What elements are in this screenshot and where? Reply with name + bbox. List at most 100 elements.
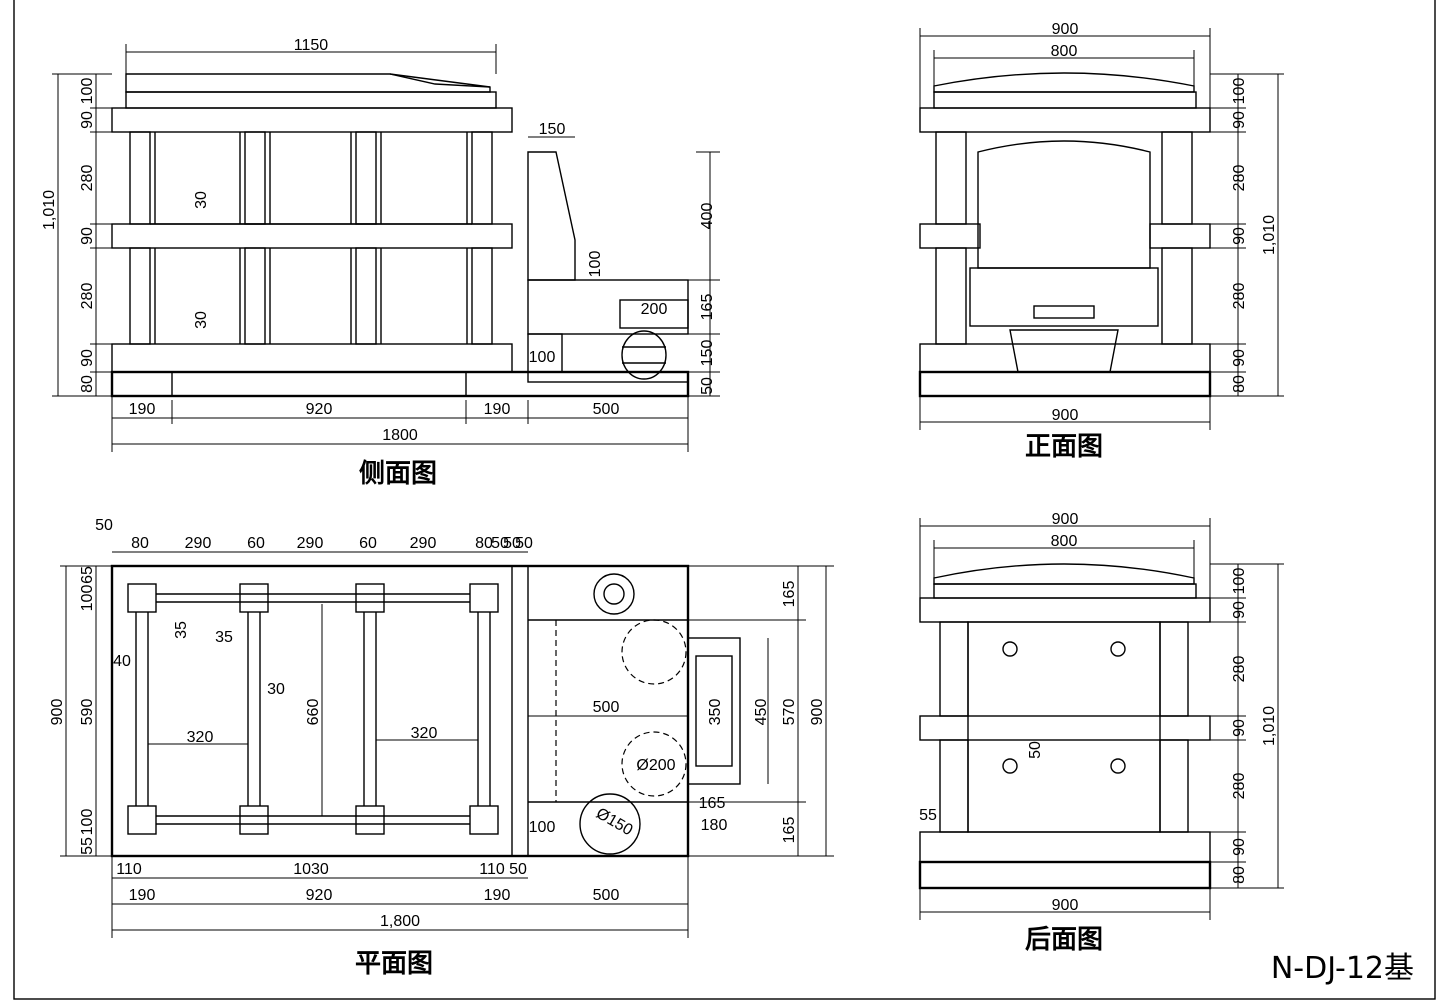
back-dim-h: 280 [1231,773,1248,800]
side-dim-inner: 100 [529,349,556,366]
front-dim-h: 280 [1231,165,1248,192]
plan-dim-bottom: 190 [129,887,156,904]
side-dim-h: 280 [79,283,96,310]
back-dim-h: 90 [1231,719,1248,737]
front-dim-h: 80 [1231,375,1248,393]
plan-dim-left: 900 [49,699,66,726]
front-dim-bottom: 900 [1052,407,1079,424]
back-elevation-view [918,518,1284,920]
side-dim-inner: 200 [641,301,668,318]
back-dim-h: 100 [1231,568,1248,595]
plan-dim-right: 900 [809,699,826,726]
front-view-title: 正面图 [1025,432,1103,462]
plan-dim-inner: 35 [215,629,233,646]
plan-dim-left: 100 [79,809,96,836]
side-dim-inner: 150 [539,121,566,138]
plan-dim-bottom: 50 [509,861,527,878]
side-dim-inner: 30 [193,191,210,209]
front-dim-top: 900 [1052,21,1079,38]
side-dim-h: 90 [79,111,96,129]
back-dim-top: 900 [1052,511,1079,528]
plan-dim-left: 55 [79,837,96,855]
plan-dim-top: 60 [359,535,377,552]
plan-dim-top: 290 [185,535,212,552]
side-dim-h: 100 [79,78,96,105]
plan-dim-top: 80 [475,535,493,552]
back-dim-bottom: 900 [1052,897,1079,914]
back-dim-inner: 50 [1027,741,1044,759]
plan-dim-right: 165 [781,817,798,844]
side-dim-inner: 30 [193,311,210,329]
plan-dim-top: 290 [297,535,324,552]
side-dim-right: 400 [699,203,716,230]
plan-dim-inner: 350 [707,699,724,726]
plan-dim-inner: 30 [267,681,285,698]
plan-dim-bottom: 920 [306,887,333,904]
side-dim-bottom: 190 [484,401,511,418]
side-elevation-view [52,44,720,452]
plan-dim-inner: 320 [187,729,214,746]
side-dim-total: 1800 [382,427,418,444]
back-dim-h: 90 [1231,601,1248,619]
side-dim-top: 1150 [294,37,329,54]
front-elevation-view [918,28,1284,430]
back-view-title: 后面图 [1025,925,1103,955]
side-dim-bottom: 500 [593,401,620,418]
front-dim-h: 280 [1231,283,1248,310]
front-dim-h: 100 [1231,78,1248,105]
plan-dim-inner: Ø200 [636,757,675,774]
side-dim-bottom: 920 [306,401,333,418]
side-dim-right: 50 [699,377,716,395]
side-dim-right: 150 [699,340,716,367]
front-dim-h: 90 [1231,111,1248,129]
plan-dim-top: 60 [247,535,265,552]
plan-dim-inner: Ø150 [593,805,635,839]
side-dim-h: 280 [79,165,96,192]
plan-dim-bottom: 190 [484,887,511,904]
side-dim-h: 90 [79,349,96,367]
back-dim-inner: 55 [919,807,937,824]
plan-dim-top: 80 [131,535,149,552]
back-dim-overall-height: 1,010 [1261,706,1278,746]
plan-dim-right: 165 [781,581,798,608]
plan-dim-inner: 500 [593,699,620,716]
side-dim-overall-height: 1,010 [41,190,58,230]
plan-dim-left: 65 [79,566,96,584]
front-dim-top: 800 [1051,43,1078,60]
model-code: N-DJ-12基 [1271,951,1414,986]
side-dim-inner: 100 [587,251,604,278]
plan-dim-inner: 40 [113,653,131,670]
side-dim-h: 80 [79,375,96,393]
plan-dim-right: 450 [753,699,770,726]
plan-dim-inner: 660 [305,699,322,726]
plan-dim-inner: 100 [529,819,556,836]
plan-dim-bottom: 110 [116,861,142,878]
plan-dim-total: 1,800 [380,913,420,930]
back-dim-h: 280 [1231,656,1248,683]
back-dim-h: 90 [1231,838,1248,856]
plan-view-title: 平面图 [355,949,433,979]
side-dim-bottom: 190 [129,401,156,418]
plan-dim-right: 165 [699,795,726,812]
side-dim-right: 165 [699,294,716,321]
plan-view [60,551,834,938]
front-dim-h: 90 [1231,349,1248,367]
side-dim-h: 90 [79,227,96,245]
plan-dim-top: 50 [95,517,113,534]
back-dim-h: 80 [1231,866,1248,884]
plan-dim-bottom: 110 [479,861,505,878]
sheet-border [13,0,1436,1000]
plan-dim-top: 50 [503,535,521,552]
plan-dim-right: 180 [701,817,728,834]
plan-dim-top: 50 [515,535,533,552]
plan-dim-right: 570 [781,699,798,726]
side-view-title: 侧面图 [359,459,437,489]
plan-dim-left: 100 [79,585,96,612]
front-dim-h: 90 [1231,227,1248,245]
front-dim-overall-height: 1,010 [1261,215,1278,255]
plan-dim-top: 50 [491,535,509,552]
plan-dim-bottom: 500 [593,887,620,904]
back-dim-top: 800 [1051,533,1078,550]
plan-dim-inner: 35 [173,621,190,639]
